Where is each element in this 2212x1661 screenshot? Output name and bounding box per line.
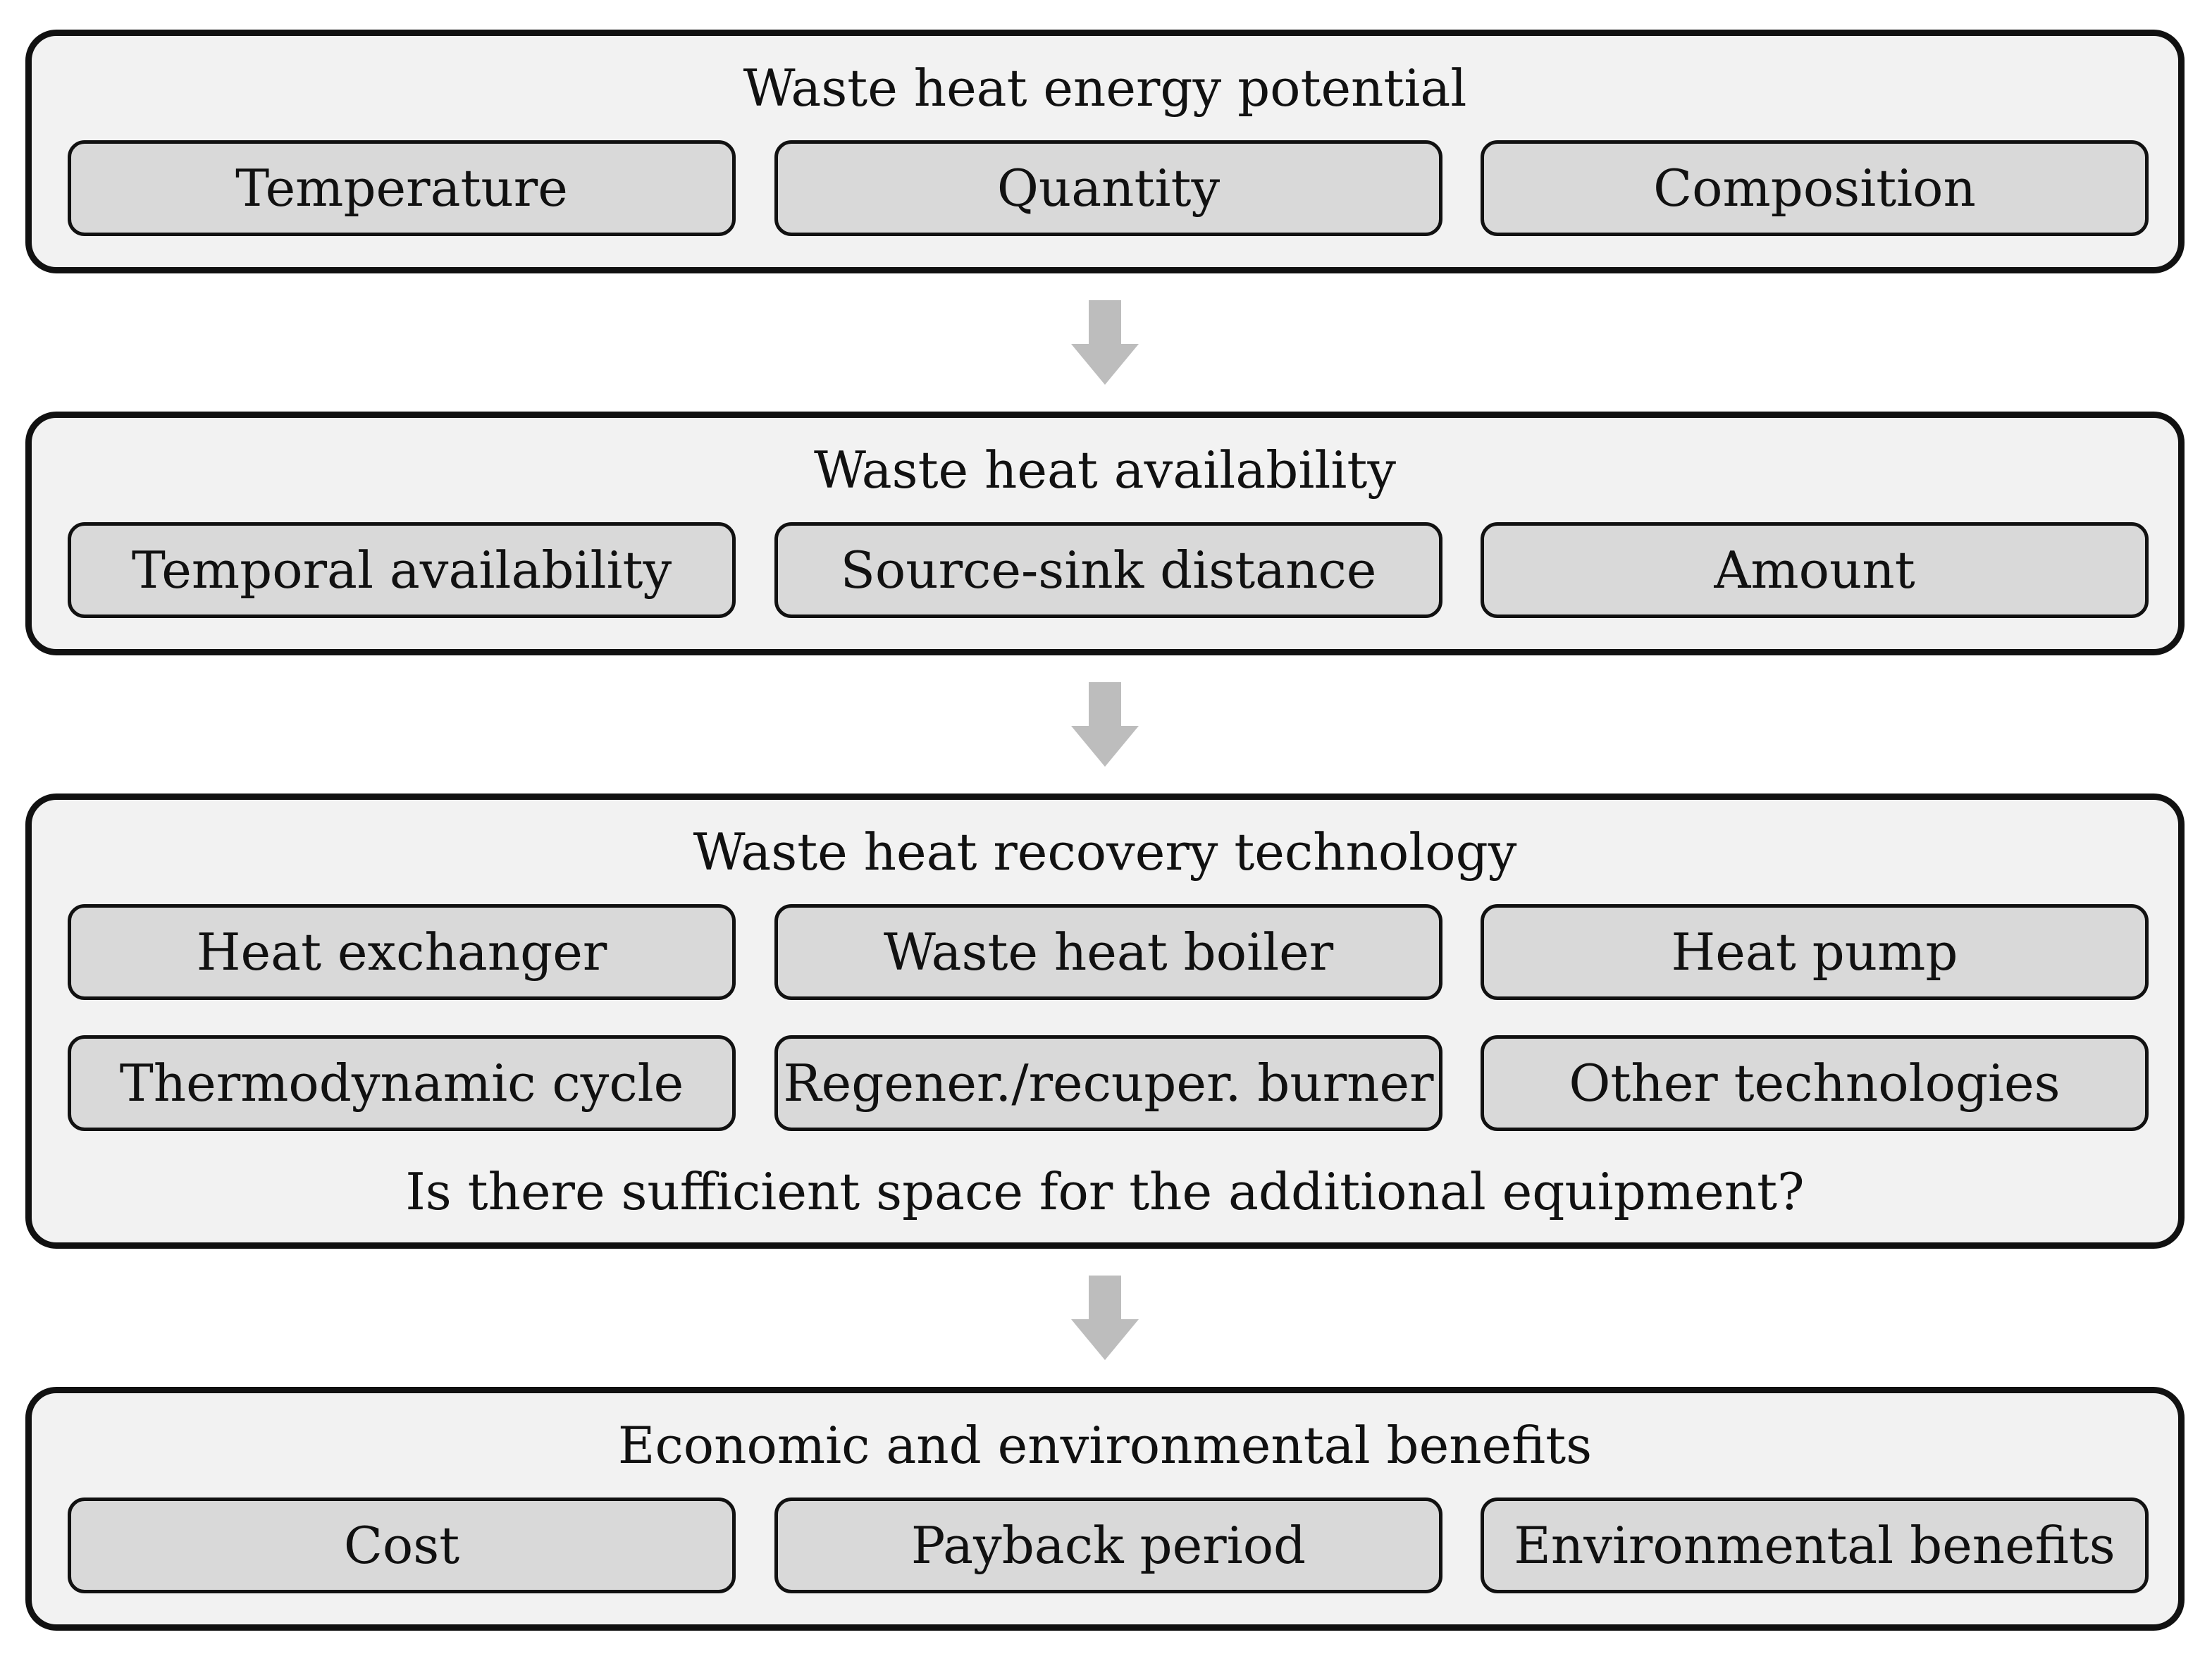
stage-economic-environmental: Economic and environmental benefits Cost… — [25, 1387, 2185, 1631]
item-composition: Composition — [1481, 140, 2149, 236]
item-waste-heat-boiler: Waste heat boiler — [774, 904, 1442, 1000]
item-other-technologies: Other technologies — [1481, 1035, 2149, 1131]
down-arrow-icon — [1071, 300, 1139, 385]
space-question: Is there sufficient space for the additi… — [405, 1162, 1805, 1221]
item-temporal-availability: Temporal availability — [68, 522, 736, 618]
stage-availability: Waste heat availability Temporal availab… — [25, 412, 2185, 655]
stage-title: Waste heat energy potential — [743, 58, 1467, 118]
down-arrow-icon — [1071, 1276, 1139, 1360]
item-quantity: Quantity — [774, 140, 1442, 236]
item-environmental-benefits: Environmental benefits — [1481, 1498, 2149, 1593]
item-amount: Amount — [1481, 522, 2149, 618]
item-thermodynamic-cycle: Thermodynamic cycle — [68, 1035, 736, 1131]
item-temperature: Temperature — [68, 140, 736, 236]
stage-title: Economic and environmental benefits — [617, 1416, 1593, 1475]
item-source-sink-distance: Source-sink distance — [774, 522, 1442, 618]
stage-title: Waste heat recovery technology — [693, 822, 1517, 882]
stage-recovery-technology: Waste heat recovery technology Heat exch… — [25, 794, 2185, 1249]
stage-title: Waste heat availability — [813, 440, 1397, 500]
item-payback-period: Payback period — [774, 1498, 1442, 1593]
item-heat-exchanger: Heat exchanger — [68, 904, 736, 1000]
stage-energy-potential: Waste heat energy potential Temperature … — [25, 30, 2185, 273]
down-arrow-icon — [1071, 682, 1139, 767]
item-regener-recuper-burner: Regener./recuper. burner — [774, 1035, 1442, 1131]
item-cost: Cost — [68, 1498, 736, 1593]
item-heat-pump: Heat pump — [1481, 904, 2149, 1000]
